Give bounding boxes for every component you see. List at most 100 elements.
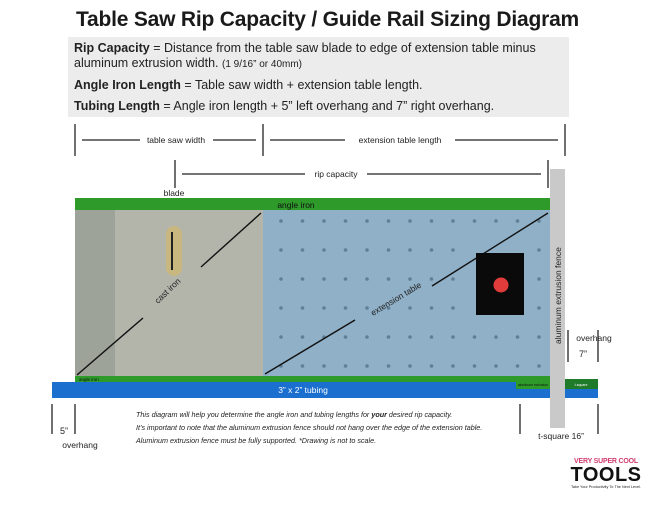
cast-iron-diagonal-lower <box>76 317 144 376</box>
table-hole <box>386 219 391 223</box>
table-hole <box>386 335 391 339</box>
angle-iron-text: = Table saw width + extension table leng… <box>180 78 423 92</box>
angle-iron-top <box>75 198 565 210</box>
table-hole <box>386 248 391 252</box>
blade-label: blade <box>164 188 185 198</box>
table-hole <box>515 335 520 339</box>
table-saw-width-label: table saw width <box>147 135 205 145</box>
table-hole <box>365 219 369 223</box>
rip-capacity-term: Rip Capacity <box>74 41 150 55</box>
table-hole <box>494 364 498 368</box>
table-hole <box>494 335 498 339</box>
table-saw-width-dimension <box>74 124 264 156</box>
table-hole <box>343 277 348 281</box>
left-overhang-label: overhang <box>62 440 98 450</box>
table-hole <box>322 219 326 223</box>
left-overhang-value: 5” <box>60 426 68 436</box>
tsquare-dimension <box>519 404 599 434</box>
note-line-1: This diagram will help you determine the… <box>136 410 452 419</box>
tiny-tsquare-label: t-square <box>575 383 588 387</box>
table-hole <box>322 364 326 368</box>
right-overhang-label: overhang <box>576 333 612 343</box>
table-hole <box>279 335 283 339</box>
table-hole <box>515 219 520 223</box>
tiny-aluminum-label: aluminum extrusion <box>518 383 548 387</box>
table-hole <box>322 306 326 310</box>
table-hole <box>537 277 541 281</box>
table-hole <box>537 248 541 252</box>
cast-iron-top <box>115 210 263 377</box>
table-hole <box>537 364 541 368</box>
table-hole <box>365 248 369 252</box>
table-hole <box>343 219 348 223</box>
table-hole <box>408 277 412 281</box>
router-bit-hole <box>493 277 509 293</box>
note-line-2: It’s important to note that the aluminum… <box>136 423 483 432</box>
table-hole <box>343 335 348 339</box>
note-line-1-pre: This diagram will help you determine the… <box>136 410 372 419</box>
table-hole <box>451 364 455 368</box>
table-hole <box>429 219 434 223</box>
table-hole <box>365 306 369 310</box>
table-hole <box>408 306 412 310</box>
rip-capacity-label: rip capacity <box>315 169 359 179</box>
angle-iron-term: Angle Iron Length <box>74 78 181 92</box>
table-hole <box>300 364 305 368</box>
table-hole <box>515 364 520 368</box>
tubing-label: 3” x 2” tubing <box>278 385 328 395</box>
tubing-term: Tubing Length <box>74 99 160 113</box>
table-hole <box>386 306 391 310</box>
tsquare-base <box>565 379 598 389</box>
table-hole <box>365 335 369 339</box>
table-hole <box>322 248 326 252</box>
tsquare-label: t-square 16” <box>538 431 584 441</box>
table-hole <box>408 335 412 339</box>
right-overhang-dimension <box>567 330 599 362</box>
table-hole <box>386 364 391 368</box>
table-hole <box>537 335 541 339</box>
table-hole <box>472 364 477 368</box>
angle-iron-small-label: angle iron <box>79 377 99 382</box>
logo-main-text: TOOLS <box>570 464 642 486</box>
rip-capacity-note: (1 9/16” or 40mm) <box>221 59 303 70</box>
angle-iron-bottom <box>75 376 565 382</box>
angle-iron-label: angle iron <box>277 200 315 210</box>
extension-diagonal-upper <box>431 212 549 287</box>
table-hole <box>365 364 369 368</box>
table-hole <box>408 248 412 252</box>
tubing-text: = Angle iron length + 5” left overhang a… <box>159 99 495 113</box>
table-hole <box>322 277 326 281</box>
table-hole <box>537 306 541 310</box>
right-overhang-value: 7” <box>579 349 587 359</box>
definitions-box: Rip Capacity = Distance from the table s… <box>68 37 569 117</box>
table-hole <box>537 219 541 223</box>
table-hole <box>408 219 412 223</box>
blade-slot <box>166 226 182 276</box>
table-hole <box>429 364 434 368</box>
aluminum-fence <box>550 169 565 428</box>
table-hole <box>451 306 455 310</box>
table-hole <box>279 219 283 223</box>
fence-base <box>516 379 550 389</box>
table-hole <box>343 306 348 310</box>
table-hole <box>300 248 305 252</box>
table-hole <box>343 364 348 368</box>
table-hole <box>429 248 434 252</box>
fence-label: aluminum extrusion fence <box>553 247 563 344</box>
rip-capacity-text: = Distance from the table saw blade to e… <box>149 41 536 55</box>
table-hole <box>279 277 283 281</box>
table-hole <box>300 277 305 281</box>
rip-capacity-definition: Rip Capacity = Distance from the table s… <box>74 41 536 72</box>
table-hole <box>472 335 477 339</box>
table-hole <box>343 248 348 252</box>
table-hole <box>408 364 412 368</box>
table-hole <box>279 248 283 252</box>
logo-tagline: Take Your Productivity To The Next Level… <box>571 485 641 489</box>
table-hole <box>451 248 455 252</box>
tubing <box>52 382 598 398</box>
table-hole <box>300 219 305 223</box>
extension-table-length-label: extension table length <box>359 135 442 145</box>
table-hole <box>300 306 305 310</box>
rip-capacity-dimension <box>174 160 549 188</box>
